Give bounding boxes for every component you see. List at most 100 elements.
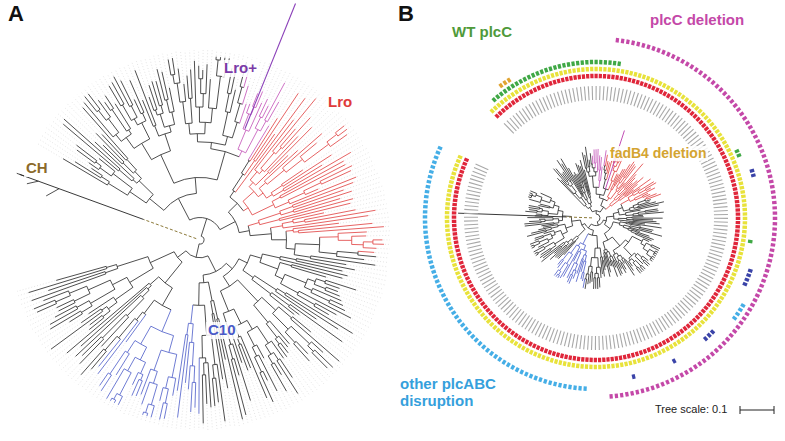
tree-branch <box>191 305 193 324</box>
annotation-ring <box>494 107 496 109</box>
tree-arc <box>190 133 205 134</box>
leaf-tick <box>709 253 722 257</box>
tree-branch <box>598 170 600 180</box>
tree-branch <box>603 242 605 250</box>
leaf-tick <box>656 104 663 116</box>
leaf-tick <box>572 334 575 348</box>
annotation-ring <box>659 344 662 345</box>
tree-branch <box>153 371 157 383</box>
tree-branch <box>638 211 645 213</box>
leaf-guide <box>92 84 104 102</box>
tree-branch <box>252 205 274 215</box>
leaf-tick <box>471 175 484 180</box>
tree-branch <box>373 239 383 240</box>
tree-branch <box>187 76 189 99</box>
annotation-ring <box>561 77 564 82</box>
annotation-ring <box>711 134 713 137</box>
annotation-ring <box>716 130 718 133</box>
tree-branch <box>646 194 656 198</box>
annotation-ring <box>477 295 479 298</box>
annotation-ring <box>674 91 677 93</box>
tree-arc <box>198 142 226 145</box>
tree-branch <box>627 217 632 218</box>
tree-branch <box>275 275 283 279</box>
tree-branch <box>112 109 127 131</box>
tree-branch <box>155 126 159 136</box>
tree-arc <box>610 204 611 206</box>
tree-b <box>425 40 775 396</box>
tree-branch <box>91 289 115 303</box>
leaf-guide <box>263 65 274 91</box>
annotation-ring <box>731 183 736 186</box>
tree-branch <box>282 221 293 223</box>
annotation-ring <box>740 190 745 193</box>
tree-branch <box>525 211 537 212</box>
annotation-ring <box>595 67 598 72</box>
tree-branch <box>50 309 78 325</box>
tree-branch <box>588 274 589 284</box>
tree-branch <box>629 207 633 208</box>
tree-branch <box>272 239 287 240</box>
tree-branch <box>286 293 353 334</box>
tree-branch <box>641 244 645 246</box>
leaf-guide <box>268 381 282 411</box>
annotation-ring <box>663 93 666 95</box>
tree-arc <box>268 172 270 174</box>
tree-branch <box>554 270 558 276</box>
tree-branch <box>536 195 542 197</box>
tree-branch <box>254 93 299 160</box>
tree-branch <box>550 207 553 209</box>
annotation-ring <box>560 71 563 76</box>
leaf-guide <box>278 392 287 409</box>
tree-branch <box>122 105 131 121</box>
leaf-tick <box>634 93 639 106</box>
tree-branch <box>208 256 216 272</box>
tree-arc <box>548 211 549 215</box>
tree-arc <box>304 191 306 195</box>
annotation-ring <box>457 257 462 260</box>
tree-branch <box>203 275 205 283</box>
tree-arc <box>619 222 621 225</box>
tree-branch <box>582 182 584 187</box>
tree-branch <box>199 107 200 122</box>
tree-branch <box>296 261 342 271</box>
annotation-ring <box>452 228 457 231</box>
leaf-guide <box>88 86 98 99</box>
tree-branch <box>51 311 103 349</box>
tree-branch <box>157 69 165 100</box>
tree-branch <box>634 207 638 209</box>
tree-branch <box>338 240 352 241</box>
tree-branch <box>247 332 254 346</box>
tree-branch <box>280 129 295 147</box>
leaf-guide <box>367 235 390 237</box>
tree-branch <box>233 344 251 401</box>
leaf-tick <box>553 330 558 343</box>
tree-arc <box>202 374 205 375</box>
annotation-ring <box>581 357 584 362</box>
leaf-guide <box>85 89 88 93</box>
tree-branch <box>558 259 562 264</box>
tree-branch <box>595 278 596 289</box>
tree-branch <box>358 255 376 257</box>
tree-a <box>17 4 390 430</box>
tree-arc <box>336 251 337 256</box>
tree-branch <box>535 236 543 239</box>
annotation-ring <box>471 284 473 287</box>
leaf-guide <box>34 325 49 333</box>
tree-branch <box>632 259 635 262</box>
tree-branch <box>551 227 558 229</box>
tree-arc <box>255 128 260 131</box>
tree-branch <box>293 317 311 332</box>
annotation-ring <box>537 347 540 348</box>
annotation-ring <box>640 83 643 84</box>
tree-arc <box>599 198 607 201</box>
annotation-ring <box>628 77 631 82</box>
tree-arc <box>209 107 217 109</box>
tree-branch <box>550 245 566 259</box>
tree-branch <box>600 167 602 181</box>
leaf-tick <box>714 225 728 227</box>
tree-branch <box>623 164 643 187</box>
leaf-guide <box>111 72 113 76</box>
leaf-guide <box>343 342 354 350</box>
leaf-guide <box>163 54 170 87</box>
